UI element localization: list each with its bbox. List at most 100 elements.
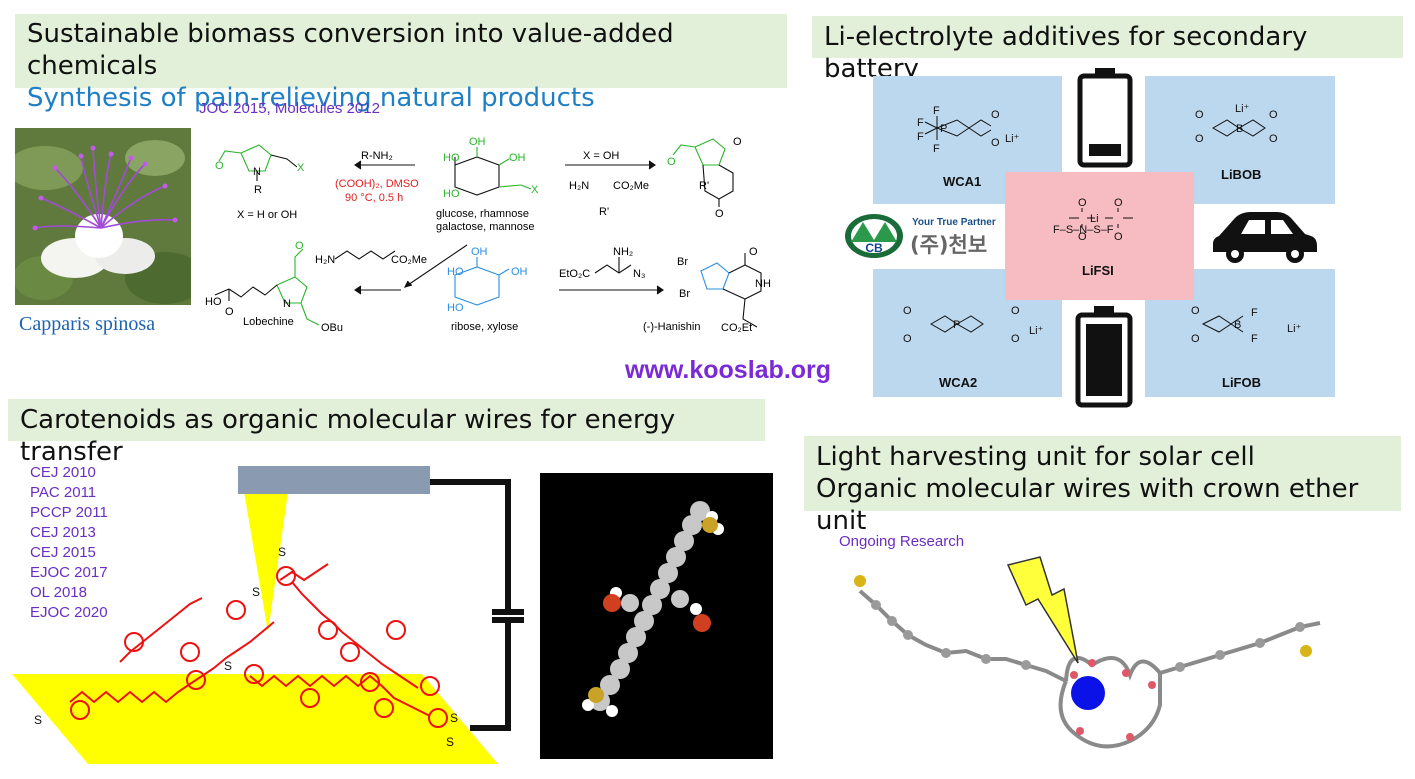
solar-title: Light harvesting unit for solar cell [816,442,1255,472]
sulfur-label: S [224,659,232,673]
hanishin-label: (-)-Hanishin [643,321,700,333]
partner-tagline: Your True Partner [912,217,996,228]
svg-text:O: O [225,306,234,318]
biomass-reaction-scheme: O N R X R-NH₂ (COOH)₂, DMSO 90 °C, 0.5 h… [205,136,771,334]
ring-x: X [531,184,539,196]
lifob-o-2: O [1191,333,1200,345]
wca1-f-4: F [933,143,940,155]
carotenoid-refs: CEJ 2010 PAC 2011 PCCP 2011 CEJ 2013 CEJ… [30,463,108,623]
wca2-o-2: O [903,333,912,345]
crown-ether-wire-model [854,556,1321,749]
libob-label: LiBOB [1221,167,1262,182]
conditions-reagents: (COOH)₂, DMSO [335,178,419,190]
hanishin-n3: N₃ [633,268,645,280]
libob-o-4: O [1269,133,1278,145]
svg-text:O: O [215,160,224,172]
lifsi-o-1: O [1078,197,1087,209]
partner-logo: CB [845,214,903,258]
hanishin-nh2: NH₂ [613,246,633,258]
x-eq-oh: X = OH [583,150,619,162]
car-icon [1213,212,1317,263]
lobechine-ho: HO [205,296,222,308]
wca2-o-3: O [1011,305,1020,317]
svg-text:O: O [749,246,758,258]
wca1-o-1: O [991,109,1000,121]
lobechine-ester: CO₂Me [391,254,427,266]
molecular-wire-setup: S S S S S S [12,466,524,764]
ring-oh-2: OH [469,136,486,148]
wca2-label: WCA2 [939,375,978,390]
wca1-f-3: F [917,131,924,143]
ref-item: PAC 2011 [30,484,97,501]
svg-text:N: N [283,298,291,310]
battery-banner: Li-electrolyte additives for secondary b… [812,16,1403,84]
hanishin-co2et: CO₂Et [721,322,752,334]
carotenoid-3d-model [540,473,773,759]
photo-caption: Capparis spinosa [19,313,156,335]
pentose-label: ribose, xylose [451,321,518,333]
lobechine-label: Lobechine [243,316,294,328]
website-link[interactable]: www.kooslab.org [625,356,832,384]
pentose-oh-3: OH [511,266,528,278]
wca2-o-4: O [1011,333,1020,345]
libob-o-2: O [1195,133,1204,145]
lifob-f-1: F [1251,307,1258,319]
sugar-label-2: galactose, mannose [436,221,534,233]
bicyclic-r: R' [699,180,709,192]
biomass-title: Sustainable biomass conversion into valu… [27,19,674,81]
svg-text:O: O [715,208,724,220]
sulfur-label: S [450,711,458,725]
lifob-label: LiFOB [1222,375,1261,390]
wca1-p: P [940,123,947,135]
battery-full-icon [1075,306,1133,408]
svg-text:O: O [667,156,676,168]
lifob-li: Li⁺ [1287,323,1302,335]
pentose-oh-4: HO [447,302,464,314]
electrolyte-structures: F F F F P O O Li⁺ Li⁺ B O O O O Li F–S–N… [903,103,1302,345]
lobechine-obu: OBu [321,322,343,334]
svg-text:O: O [733,136,742,148]
lifsi-center [1005,172,1194,300]
partner-name: (주)천보 [910,233,988,257]
lifob-b: B [1234,319,1241,331]
aminoester-amine: H₂N [569,180,589,192]
libob-o-3: O [1269,109,1278,121]
sulfur-label: S [446,735,454,749]
svg-text:N: N [253,166,261,178]
carotenoid-banner: Carotenoids as organic molecular wires f… [8,399,765,467]
battery-low-icon [1077,68,1133,168]
wca1-f-1: F [917,117,924,129]
ref-item: CEJ 2015 [30,544,96,561]
sugar-label-1: glucose, rhamnose [436,208,529,220]
lifob-f-2: F [1251,333,1258,345]
aminoester-ester: CO₂Me [613,180,649,192]
ref-item: CEJ 2013 [30,524,96,541]
wca2-li: Li⁺ [1029,325,1044,337]
sulfur-label: S [252,585,260,599]
solar-banner: Light harvesting unit for solar cell Org… [804,436,1401,536]
partner-logo-text: CB [865,241,883,255]
pentose-oh-2: OH [471,246,488,258]
wca1-o-2: O [991,137,1000,149]
sulfur-label: S [278,545,286,559]
lifsi-li: Li [1090,213,1099,225]
lifsi-label: LiFSI [1082,263,1114,278]
ref-item: EJOC 2020 [30,604,108,621]
lifsi-o-2: O [1078,231,1087,243]
x-condition: X = H or OH [237,209,297,221]
hanishin-nh: NH [755,278,771,290]
ref-item: OL 2018 [30,584,87,601]
pentose-oh-1: HO [447,266,464,278]
wca2-o-1: O [903,305,912,317]
lobechine-amine: H₂N [315,254,335,266]
wca1-f-2: F [933,105,940,117]
ring-oh-4: HO [443,188,460,200]
ring-oh-3: OH [509,152,526,164]
pyrrole-r: R [254,184,262,196]
ring-oh-1: HO [443,152,460,164]
crown-ether-subtitle: Organic molecular wires with crown ether… [816,474,1359,536]
reagent-amine: R-NH₂ [361,150,393,162]
biomass-refs: JOC 2015, Molecules 2012 [199,100,380,117]
hanishin-eto2c: EtO₂C [559,268,590,280]
caper-flower-photo [15,128,191,305]
